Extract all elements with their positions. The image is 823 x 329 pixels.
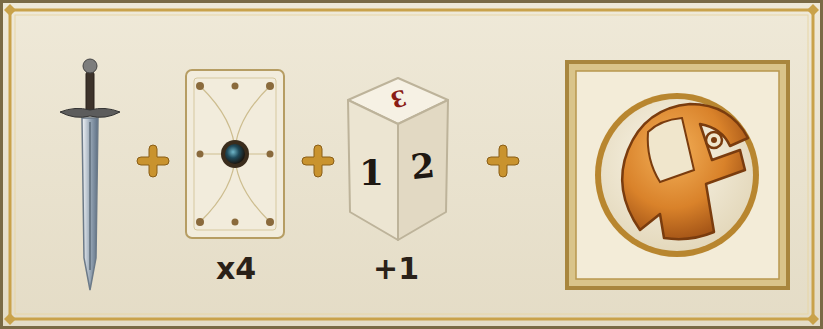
- die-face-number: 2: [409, 148, 436, 184]
- die-modifier: +1: [373, 254, 419, 284]
- die-face-number: 1: [359, 154, 384, 190]
- card-count: x4: [216, 254, 256, 284]
